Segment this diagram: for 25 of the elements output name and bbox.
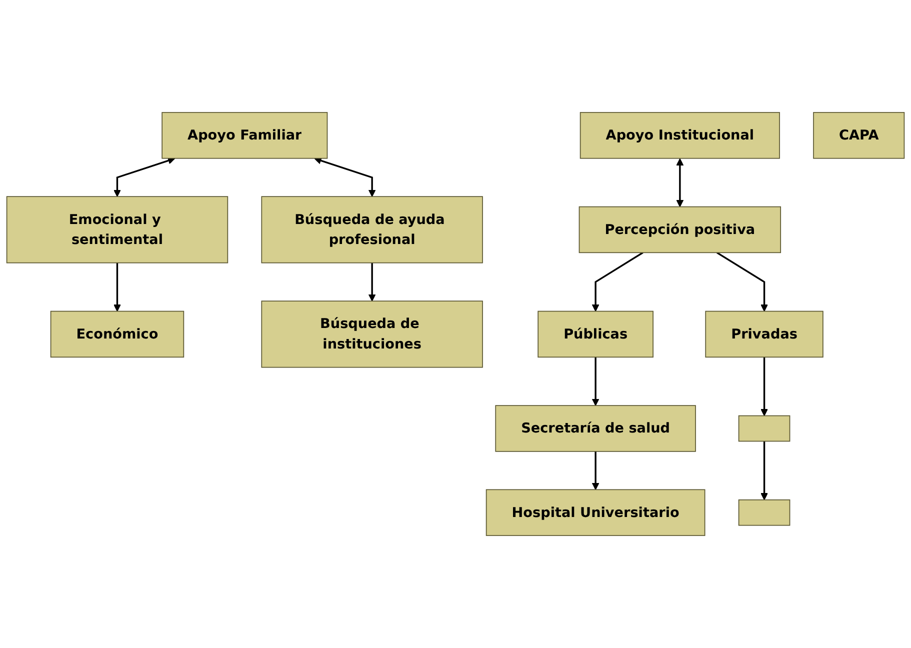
arrow xyxy=(760,357,768,416)
arrow xyxy=(592,252,644,312)
node-box: Secretaría de salud xyxy=(495,405,696,452)
node-box: Percepción positiva xyxy=(578,206,782,254)
arrow xyxy=(716,252,768,312)
node-box: Privadas xyxy=(705,310,824,358)
node-box xyxy=(738,499,790,526)
node-box: Apoyo Familiar xyxy=(162,112,328,159)
node-box: Búsqueda de instituciones xyxy=(261,300,483,368)
arrow xyxy=(592,451,600,490)
arrow xyxy=(114,262,121,312)
arrow xyxy=(676,158,684,208)
arrow xyxy=(760,441,768,500)
node-box: Públicas xyxy=(538,310,654,358)
arrow xyxy=(368,262,376,302)
node-box: Emocional y sentimental xyxy=(6,196,228,264)
node-box: Económico xyxy=(50,310,184,358)
node-box: Búsqueda de ayuda profesional xyxy=(261,196,483,264)
node-box: CAPA xyxy=(813,112,905,159)
arrow xyxy=(592,357,600,406)
node-box xyxy=(738,415,790,442)
arrow xyxy=(314,157,376,197)
arrow xyxy=(114,157,176,197)
node-box: Apoyo Institucional xyxy=(580,112,780,159)
node-box: Hospital Universitario xyxy=(486,489,706,536)
